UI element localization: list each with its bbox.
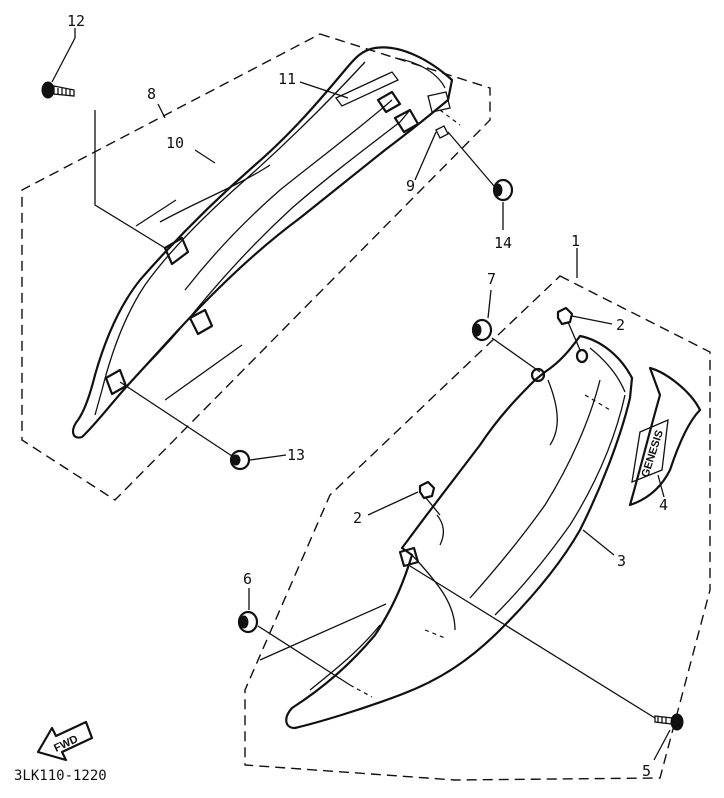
callout-13: 13 [287, 446, 305, 464]
screw-12 [41, 81, 75, 99]
nut-2-top [556, 306, 574, 326]
callout-2-middle: 2 [353, 509, 362, 527]
callout-3: 3 [617, 552, 626, 570]
group-8-boundary [21, 33, 491, 501]
side-cover-right [285, 334, 634, 730]
side-cover-left [72, 46, 454, 439]
grommet-14 [492, 178, 514, 202]
grommet-7 [471, 318, 493, 342]
callout-8: 8 [147, 85, 156, 103]
callout-6: 6 [243, 570, 252, 588]
callout-2-top: 2 [616, 316, 625, 334]
callout-1: 1 [571, 232, 580, 250]
callout-14: 14 [494, 234, 512, 252]
screw-5 [654, 713, 684, 731]
part-code: 3LK110-1220 [14, 768, 107, 784]
callout-9: 9 [406, 177, 415, 195]
group-1-boundary [244, 275, 711, 781]
callout-11: 11 [278, 70, 296, 88]
emblem-4: GENESIS [628, 366, 702, 507]
callout-7: 7 [487, 270, 496, 288]
nut-2-middle [418, 480, 436, 500]
grommet-13 [229, 449, 251, 471]
callout-4: 4 [659, 496, 668, 514]
fwd-arrow-icon: FWD [36, 720, 94, 762]
callout-12: 12 [67, 12, 85, 30]
callout-10: 10 [166, 134, 184, 152]
callout-5: 5 [642, 762, 651, 780]
grommet-6 [237, 610, 259, 634]
